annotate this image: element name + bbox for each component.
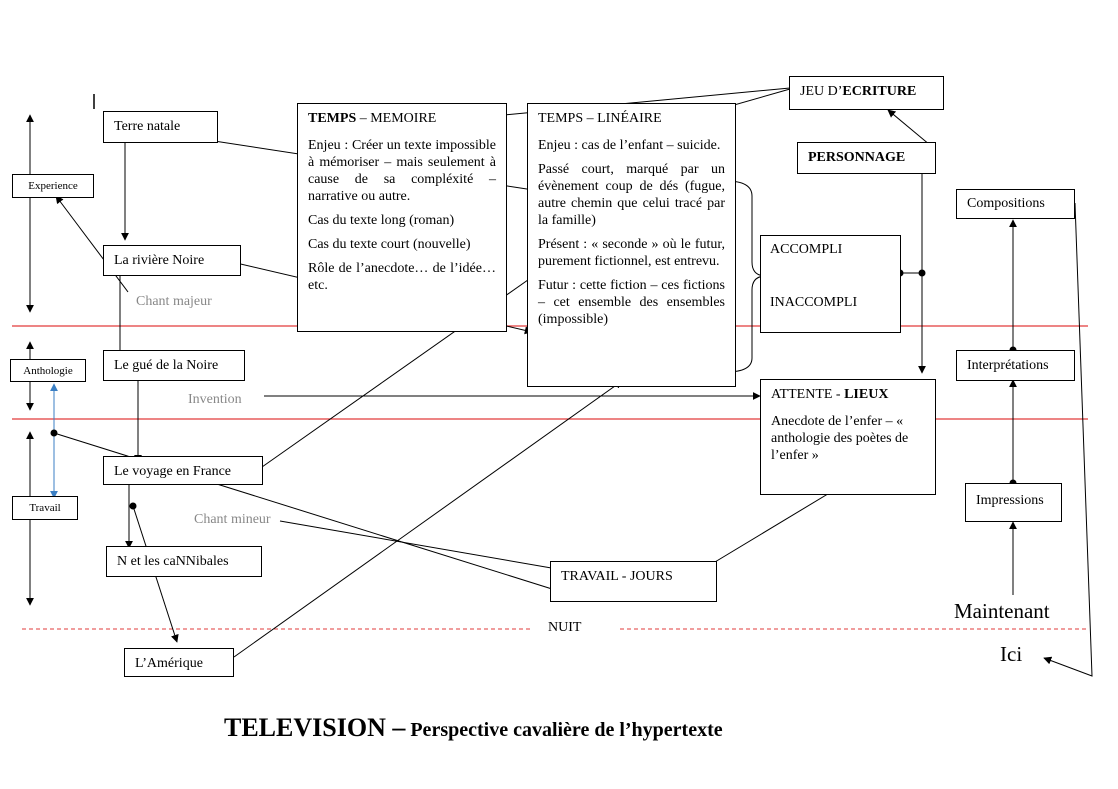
box-personnage: PERSONNAGE xyxy=(797,142,936,174)
node-riviere-noire: La rivière Noire xyxy=(103,245,241,276)
lineaire-passe: Passé court, marqué par un évènement cou… xyxy=(538,162,725,228)
attente-title-rest: ATTENTE - xyxy=(771,387,845,402)
lineaire-title: TEMPS – LINÉAIRE xyxy=(538,111,662,126)
footer-title-big: TELEVISION – xyxy=(224,713,406,742)
box-impressions: Impressions xyxy=(965,483,1062,522)
personnage-label: PERSONNAGE xyxy=(808,150,906,165)
edge-dot-personnage xyxy=(918,269,926,277)
box-attente-lieux: ATTENTE - LIEUX Anecdote de l’enfer – « … xyxy=(760,379,936,495)
label-nuit: NUIT xyxy=(548,620,582,635)
footer-title: TELEVISION – Perspective cavalière de l’… xyxy=(224,713,723,743)
node-gue-noire: Le gué de la Noire xyxy=(103,350,245,381)
edge-riviere-to-experience xyxy=(55,195,129,293)
lineaire-enjeu: Enjeu : cas de l’enfant – suicide. xyxy=(538,138,721,153)
footer-title-rest: Perspective cavalière de l’hypertexte xyxy=(405,719,723,741)
box-accompli: ACCOMPLI INACCOMPLI xyxy=(760,235,901,333)
memoire-court: Cas du texte court (nouvelle) xyxy=(308,237,471,252)
node-terre-natale: Terre natale xyxy=(103,111,218,143)
box-jeu-ecriture: JEU D’ECRITURE xyxy=(789,76,944,110)
edge-amerique-to-futur xyxy=(233,380,623,658)
axis-box-travail: Travail xyxy=(12,496,78,520)
memoire-role: Rôle de l’anecdote… de l’idée… etc. xyxy=(308,261,496,293)
label-maintenant: Maintenant xyxy=(954,599,1050,623)
lineaire-present: Présent : « seconde » où le futur, purem… xyxy=(538,237,725,269)
lineaire-futur: Futur : cette fiction – ces fictions – c… xyxy=(538,278,725,327)
label-invention: Invention xyxy=(188,392,242,407)
box-temps-memoire: TEMPS – MEMOIRE Enjeu : Créer un texte i… xyxy=(297,103,507,332)
memoire-title-bold: TEMPS xyxy=(308,111,357,126)
jeu-bold: ECRITURE xyxy=(842,84,917,99)
box-temps-lineaire: TEMPS – LINÉAIRE Enjeu : cas de l’enfant… xyxy=(527,103,736,387)
edge-dot-anthologie xyxy=(50,429,58,437)
axis-box-anthologie: Anthologie xyxy=(10,359,86,382)
node-voyage-france: Le voyage en France xyxy=(103,456,263,485)
box-interpretations: Interprétations xyxy=(956,350,1075,381)
inaccompli-label: INACCOMPLI xyxy=(770,295,858,310)
accompli-label: ACCOMPLI xyxy=(770,242,843,257)
box-compositions: Compositions xyxy=(956,189,1075,219)
axis-box-experience: Experience xyxy=(12,174,94,198)
memoire-long: Cas du texte long (roman) xyxy=(308,213,455,228)
edge-travail-to-attente xyxy=(699,479,852,572)
node-cannibales: N et les caNNibales xyxy=(106,546,262,577)
label-ici: Ici xyxy=(1000,642,1023,666)
edge-personnage-to-jeu xyxy=(887,109,931,146)
jeu-prefix: JEU D’ xyxy=(800,84,843,99)
edge-dot-voyage xyxy=(129,502,137,510)
attente-title-bold: LIEUX xyxy=(844,387,889,402)
memoire-enjeu: Enjeu : Créer un texte impossible à mémo… xyxy=(308,138,496,204)
memoire-title-rest: – MEMOIRE xyxy=(356,111,437,126)
node-amerique: L’Amérique xyxy=(124,648,234,677)
label-chant-majeur: Chant majeur xyxy=(136,294,212,309)
box-travail-jours: TRAVAIL - JOURS xyxy=(550,561,717,602)
edge-compositions-to-ici xyxy=(1043,202,1093,677)
attente-body: Anecdote de l’enfer – « anthologie des p… xyxy=(771,414,909,463)
edge-chantmineur-to-travail xyxy=(279,520,564,573)
label-chant-mineur: Chant mineur xyxy=(194,512,271,527)
